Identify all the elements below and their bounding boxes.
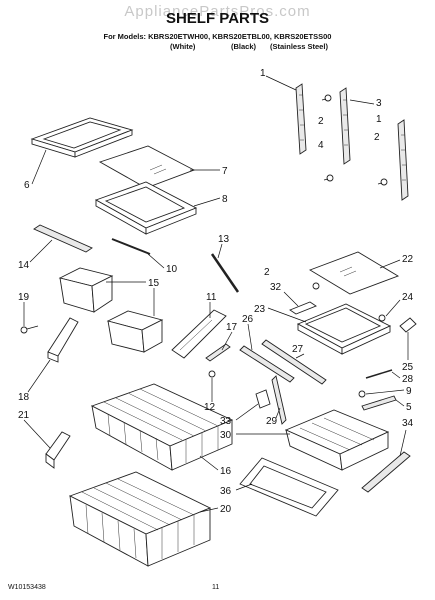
part-36-cover	[239, 457, 339, 517]
variant-white: (White)	[170, 42, 196, 51]
part-25-clip	[399, 317, 417, 333]
callout-9: 9	[406, 386, 412, 397]
part-23-shelf-assembly	[296, 303, 392, 355]
part-14-shelf-trim	[33, 224, 93, 253]
part-21-bracket	[45, 431, 71, 469]
shelf-rail-left	[295, 83, 307, 155]
part-32-clip	[289, 282, 320, 315]
callout-34: 34	[402, 418, 414, 429]
shelf-rail-center	[339, 87, 351, 165]
part-13-trim-rod	[210, 253, 240, 293]
part-10-rod	[111, 238, 151, 255]
callout-5: 5	[406, 402, 412, 413]
part-28-rod	[365, 369, 393, 379]
part-26-trim	[239, 345, 295, 383]
callout-26: 26	[242, 314, 254, 325]
part-24-screw	[378, 314, 386, 322]
callout-3: 3	[376, 98, 382, 109]
callout-6: 6	[24, 180, 30, 191]
part-29-trim	[271, 375, 287, 425]
callout-36: 36	[220, 486, 232, 497]
part-18-bin-support	[47, 317, 79, 363]
models-line: For Models: KBRS20ETWH00, KBRS20ETBL00, …	[103, 32, 332, 41]
part-5-trim	[361, 395, 397, 411]
callout-33: 33	[220, 416, 232, 427]
callout-10: 10	[166, 264, 178, 275]
part-15-bin-upper	[58, 267, 114, 313]
shelf-rail-right	[397, 119, 409, 201]
part-12-screw	[208, 370, 216, 378]
callout-22: 22	[402, 254, 414, 265]
callout-18: 18	[18, 392, 30, 403]
document-number: W10153438	[8, 584, 46, 591]
callout-23: 23	[254, 304, 266, 315]
callout-2c: 2	[374, 132, 380, 143]
watermark: AppliancePartsPros.com	[124, 3, 311, 20]
part-17-trim	[205, 343, 231, 362]
page-number: 11	[212, 584, 220, 591]
part-20-wire-basket	[68, 471, 212, 567]
callout-8: 8	[222, 194, 228, 205]
part-33-connector	[255, 389, 271, 409]
callout-25: 25	[402, 362, 414, 373]
callout-1b: 1	[376, 114, 382, 125]
part-9-clip	[358, 390, 366, 398]
callout-7: 7	[222, 166, 228, 177]
callout-28: 28	[402, 374, 414, 385]
callout-labels: 1 2 2 2 3 4 1 5 6 7 8 9 10 11 12 13 14 1…	[18, 68, 414, 515]
part-11-divider	[171, 309, 227, 359]
rail-screws	[321, 94, 388, 186]
part-22-glass-shelf	[308, 251, 400, 295]
callout-30: 30	[220, 430, 232, 441]
callout-11: 11	[206, 292, 217, 303]
callout-32: 32	[270, 282, 282, 293]
variant-black: (Black)	[231, 42, 257, 51]
part-19-screw	[20, 325, 39, 334]
callout-14: 14	[18, 260, 30, 271]
callout-16: 16	[220, 466, 232, 477]
callout-1: 1	[260, 68, 266, 79]
callout-21: 21	[18, 410, 30, 421]
callout-15: 15	[148, 278, 160, 289]
callout-20: 20	[220, 504, 232, 515]
part-6-shelf-frame	[30, 117, 134, 158]
callout-29: 29	[266, 416, 278, 427]
callout-17: 17	[226, 322, 238, 333]
page-title: SHELF PARTS	[165, 10, 270, 27]
callout-2b: 2	[318, 116, 324, 127]
part-8-shelf-assembly	[94, 181, 198, 235]
part-30-pan	[284, 409, 390, 471]
callout-13: 13	[218, 234, 230, 245]
part-15-bin-lower	[106, 310, 164, 353]
callout-4: 4	[318, 140, 324, 151]
callout-27: 27	[292, 344, 304, 355]
part-34-trim	[361, 451, 411, 493]
part-27-trim	[261, 339, 327, 385]
callout-19: 19	[18, 292, 30, 303]
part-16-wire-basket	[90, 383, 234, 471]
callout-2: 2	[264, 267, 270, 278]
variant-stainless: (Stainless Steel)	[270, 42, 328, 51]
part-7-glass-shelf	[98, 145, 196, 189]
callout-12: 12	[204, 402, 216, 413]
callout-24: 24	[402, 292, 414, 303]
